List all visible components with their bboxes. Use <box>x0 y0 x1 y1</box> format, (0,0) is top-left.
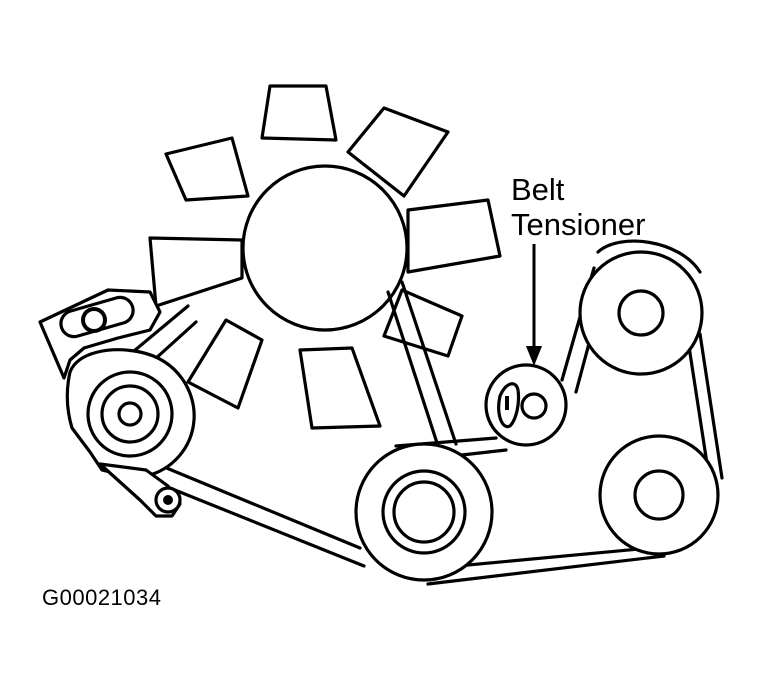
callout-line-2: Tensioner <box>511 207 646 242</box>
callout-line-1: Belt <box>511 172 565 207</box>
alternator <box>38 288 196 518</box>
belt-tensioner-label: Belt Tensioner <box>511 172 645 242</box>
figure-id: G00021034 <box>42 585 162 610</box>
fan-hub <box>241 164 409 332</box>
callout-arrow <box>526 244 542 366</box>
upper-idler-pulley <box>578 250 704 376</box>
cooling-fan <box>148 84 502 430</box>
crankshaft-pulley <box>354 442 494 582</box>
belt-tensioner <box>484 363 568 447</box>
fan-blades <box>148 84 502 430</box>
lower-right-pulley <box>598 434 720 556</box>
